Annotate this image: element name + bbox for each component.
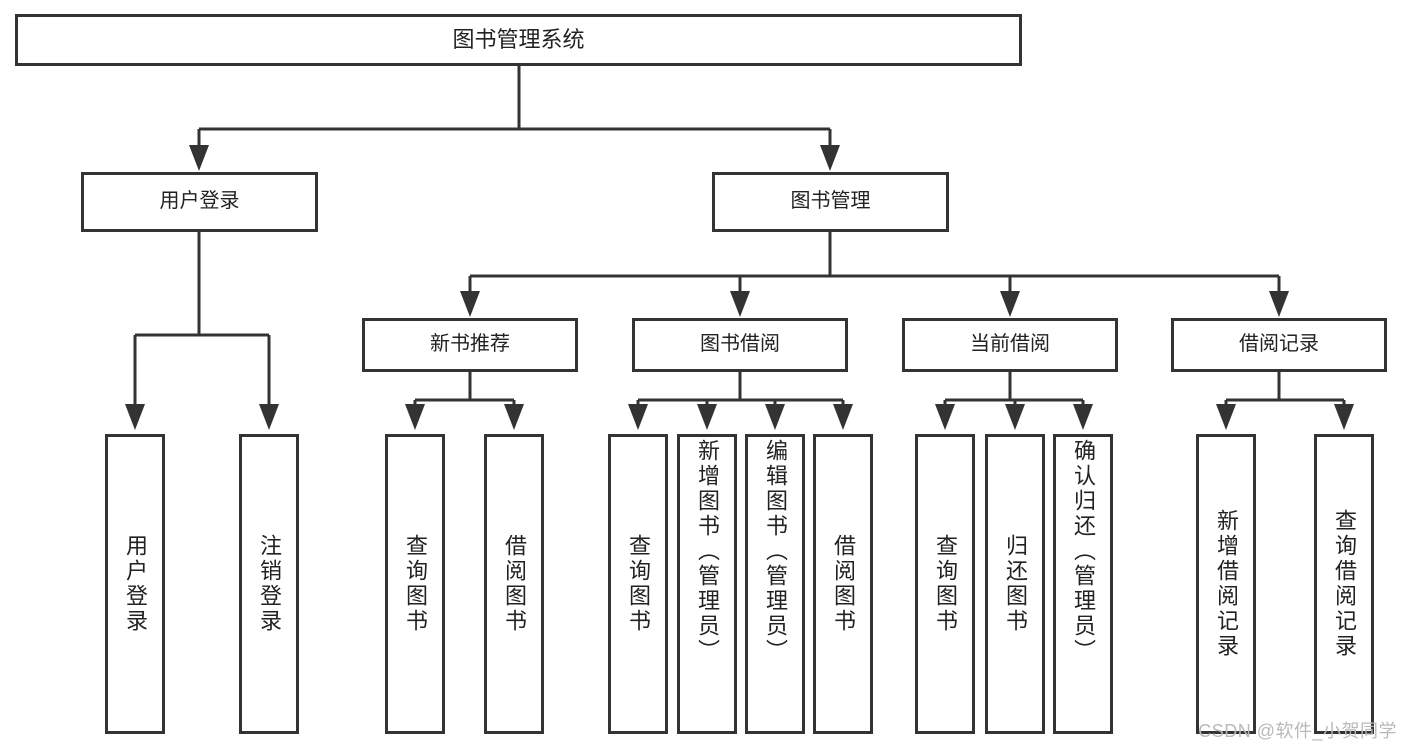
node-user-login[interactable]: 用户登录: [81, 172, 318, 232]
arrow-to-new-book: [460, 291, 480, 317]
leaf-current-query-book[interactable]: 查询图书: [915, 434, 975, 734]
arrow-to-book-borrow: [730, 291, 750, 317]
arrow-current-leaf-2: [1005, 404, 1025, 430]
node-current-borrow-label: 当前借阅: [970, 333, 1050, 356]
leaf-newbook-query-book-label: 查询图书: [403, 534, 428, 634]
leaf-borrow-query-book-label: 查询图书: [626, 534, 651, 634]
arrow-borrow-leaf-2: [697, 404, 717, 430]
leaf-return-book-label: 归还图书: [1003, 534, 1028, 634]
node-user-login-label: 用户登录: [159, 190, 240, 213]
leaf-add-book-admin-label: 新增图书（管理员）: [695, 439, 720, 664]
leaf-newbook-query-book[interactable]: 查询图书: [385, 434, 445, 734]
leaf-borrow-book-label: 借阅图书: [831, 534, 856, 634]
arrow-to-book-mgmt: [820, 145, 840, 171]
leaf-borrow-book[interactable]: 借阅图书: [813, 434, 873, 734]
leaf-add-book-admin[interactable]: 新增图书（管理员）: [677, 434, 737, 734]
csdn-watermark: CSDN @软件_小贺同学: [1198, 721, 1397, 741]
node-root[interactable]: 图书管理系统: [15, 14, 1022, 66]
leaf-user-login-label: 用户登录: [123, 534, 148, 634]
leaf-user-login[interactable]: 用户登录: [105, 434, 165, 734]
leaf-newbook-borrow-book[interactable]: 借阅图书: [484, 434, 544, 734]
arrow-login-leaf-1: [125, 404, 145, 430]
node-new-book-recommend[interactable]: 新书推荐: [362, 318, 578, 372]
arrow-newbook-leaf-2: [504, 404, 524, 430]
node-book-borrow-label: 图书借阅: [700, 333, 780, 356]
leaf-newbook-borrow-book-label: 借阅图书: [502, 534, 527, 634]
leaf-logout-label: 注销登录: [257, 534, 282, 634]
node-current-borrow[interactable]: 当前借阅: [902, 318, 1118, 372]
arrow-login-leaf-2: [259, 404, 279, 430]
leaf-query-borrow-record[interactable]: 查询借阅记录: [1314, 434, 1374, 734]
leaf-edit-book-admin-label: 编辑图书（管理员）: [763, 439, 788, 664]
node-borrow-record-label: 借阅记录: [1239, 333, 1319, 356]
leaf-query-borrow-record-label: 查询借阅记录: [1332, 509, 1357, 659]
leaf-return-book[interactable]: 归还图书: [985, 434, 1045, 734]
leaf-add-borrow-record[interactable]: 新增借阅记录: [1196, 434, 1256, 734]
arrow-current-leaf-1: [935, 404, 955, 430]
node-borrow-record[interactable]: 借阅记录: [1171, 318, 1387, 372]
leaf-add-borrow-record-label: 新增借阅记录: [1214, 509, 1239, 659]
arrow-borrow-leaf-1: [628, 404, 648, 430]
node-book-management-label: 图书管理: [790, 190, 871, 213]
arrow-current-leaf-3: [1073, 404, 1093, 430]
arrow-record-leaf-2: [1334, 404, 1354, 430]
arrow-to-borrow-record: [1269, 291, 1289, 317]
node-book-management[interactable]: 图书管理: [712, 172, 949, 232]
arrow-record-leaf-1: [1216, 404, 1236, 430]
arrow-borrow-leaf-4: [833, 404, 853, 430]
leaf-logout[interactable]: 注销登录: [239, 434, 299, 734]
arrow-to-current-borrow: [1000, 291, 1020, 317]
node-new-book-recommend-label: 新书推荐: [430, 333, 510, 356]
leaf-edit-book-admin[interactable]: 编辑图书（管理员）: [745, 434, 805, 734]
arrow-borrow-leaf-3: [765, 404, 785, 430]
arrow-newbook-leaf-1: [405, 404, 425, 430]
node-book-borrow[interactable]: 图书借阅: [632, 318, 848, 372]
node-root-label: 图书管理系统: [452, 27, 585, 53]
arrow-to-user-login: [189, 145, 209, 171]
leaf-current-query-book-label: 查询图书: [933, 534, 958, 634]
leaf-confirm-return-admin[interactable]: 确认归还（管理员）: [1053, 434, 1113, 734]
leaf-borrow-query-book[interactable]: 查询图书: [608, 434, 668, 734]
leaf-confirm-return-admin-label: 确认归还（管理员）: [1071, 439, 1096, 664]
